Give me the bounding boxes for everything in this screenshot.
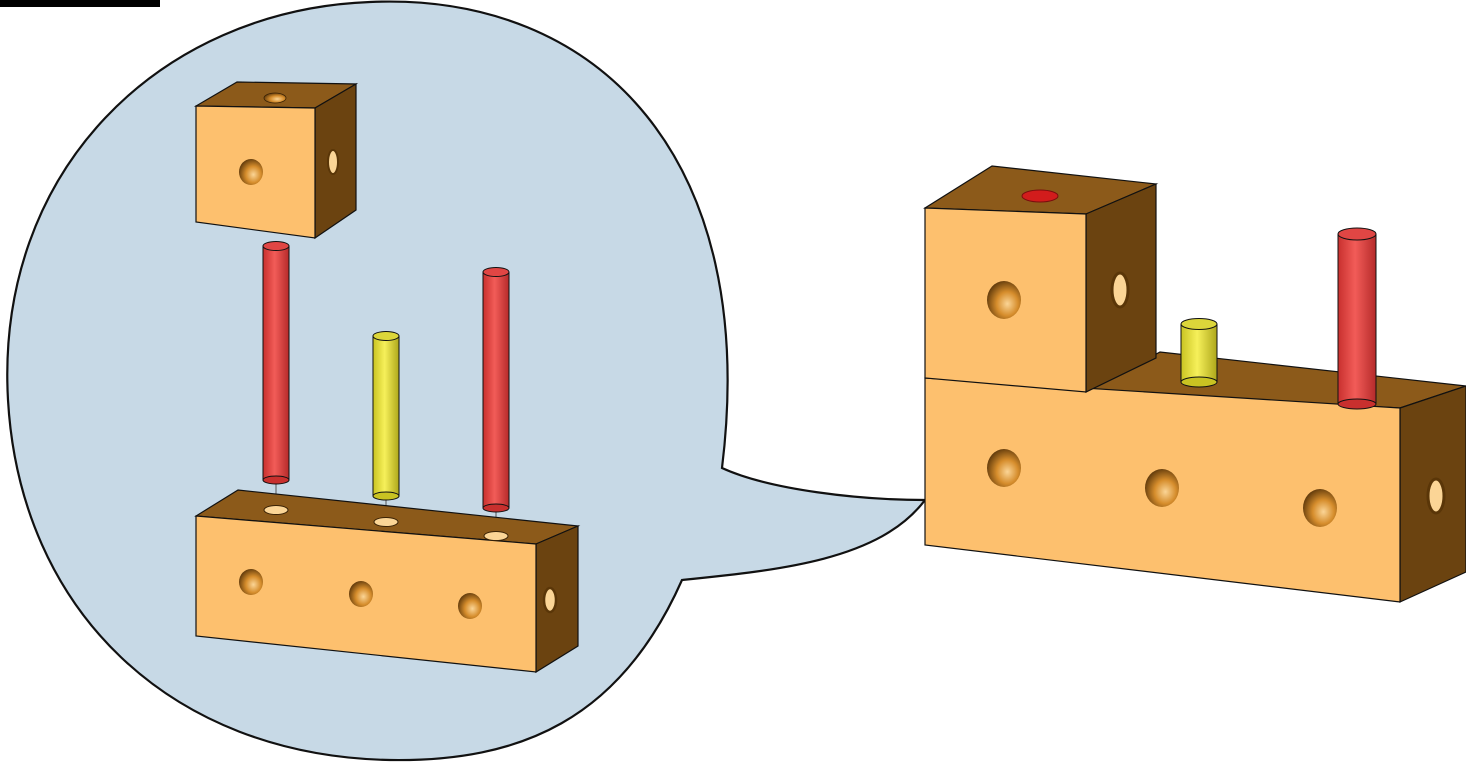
exploded-red-pin-left [263, 242, 289, 485]
assembled-yellow-pin [1181, 319, 1217, 388]
asm-long-side-hole [1428, 479, 1444, 513]
exploded-cube-block [196, 82, 356, 238]
cube-top-hole [264, 93, 286, 103]
cube-side-hole [328, 150, 338, 174]
long-front-hole-2 [349, 581, 373, 607]
long-top-hole-3 [484, 532, 508, 541]
asm-cube-top-hole [1022, 190, 1058, 202]
exploded-red-pin-right [483, 268, 509, 513]
cube-front-hole [239, 159, 263, 185]
exploded-yellow-pin [373, 332, 399, 501]
asm-long-front-hole-3 [1303, 489, 1337, 527]
long-side-hole [544, 588, 556, 612]
asm-long-front-hole-1 [987, 449, 1021, 487]
assembled-long-block [925, 352, 1466, 602]
long-top-hole-1 [264, 506, 288, 515]
asm-cube-side-hole [1112, 273, 1128, 307]
long-top-hole-2 [374, 518, 398, 527]
long-front-hole-1 [239, 569, 263, 595]
assembled-red-pin [1338, 228, 1376, 409]
long-front-hole-3 [458, 593, 482, 619]
assembled-cube-block [925, 166, 1156, 392]
asm-cube-front-hole [987, 281, 1021, 319]
asm-long-front-hole-2 [1145, 469, 1179, 507]
